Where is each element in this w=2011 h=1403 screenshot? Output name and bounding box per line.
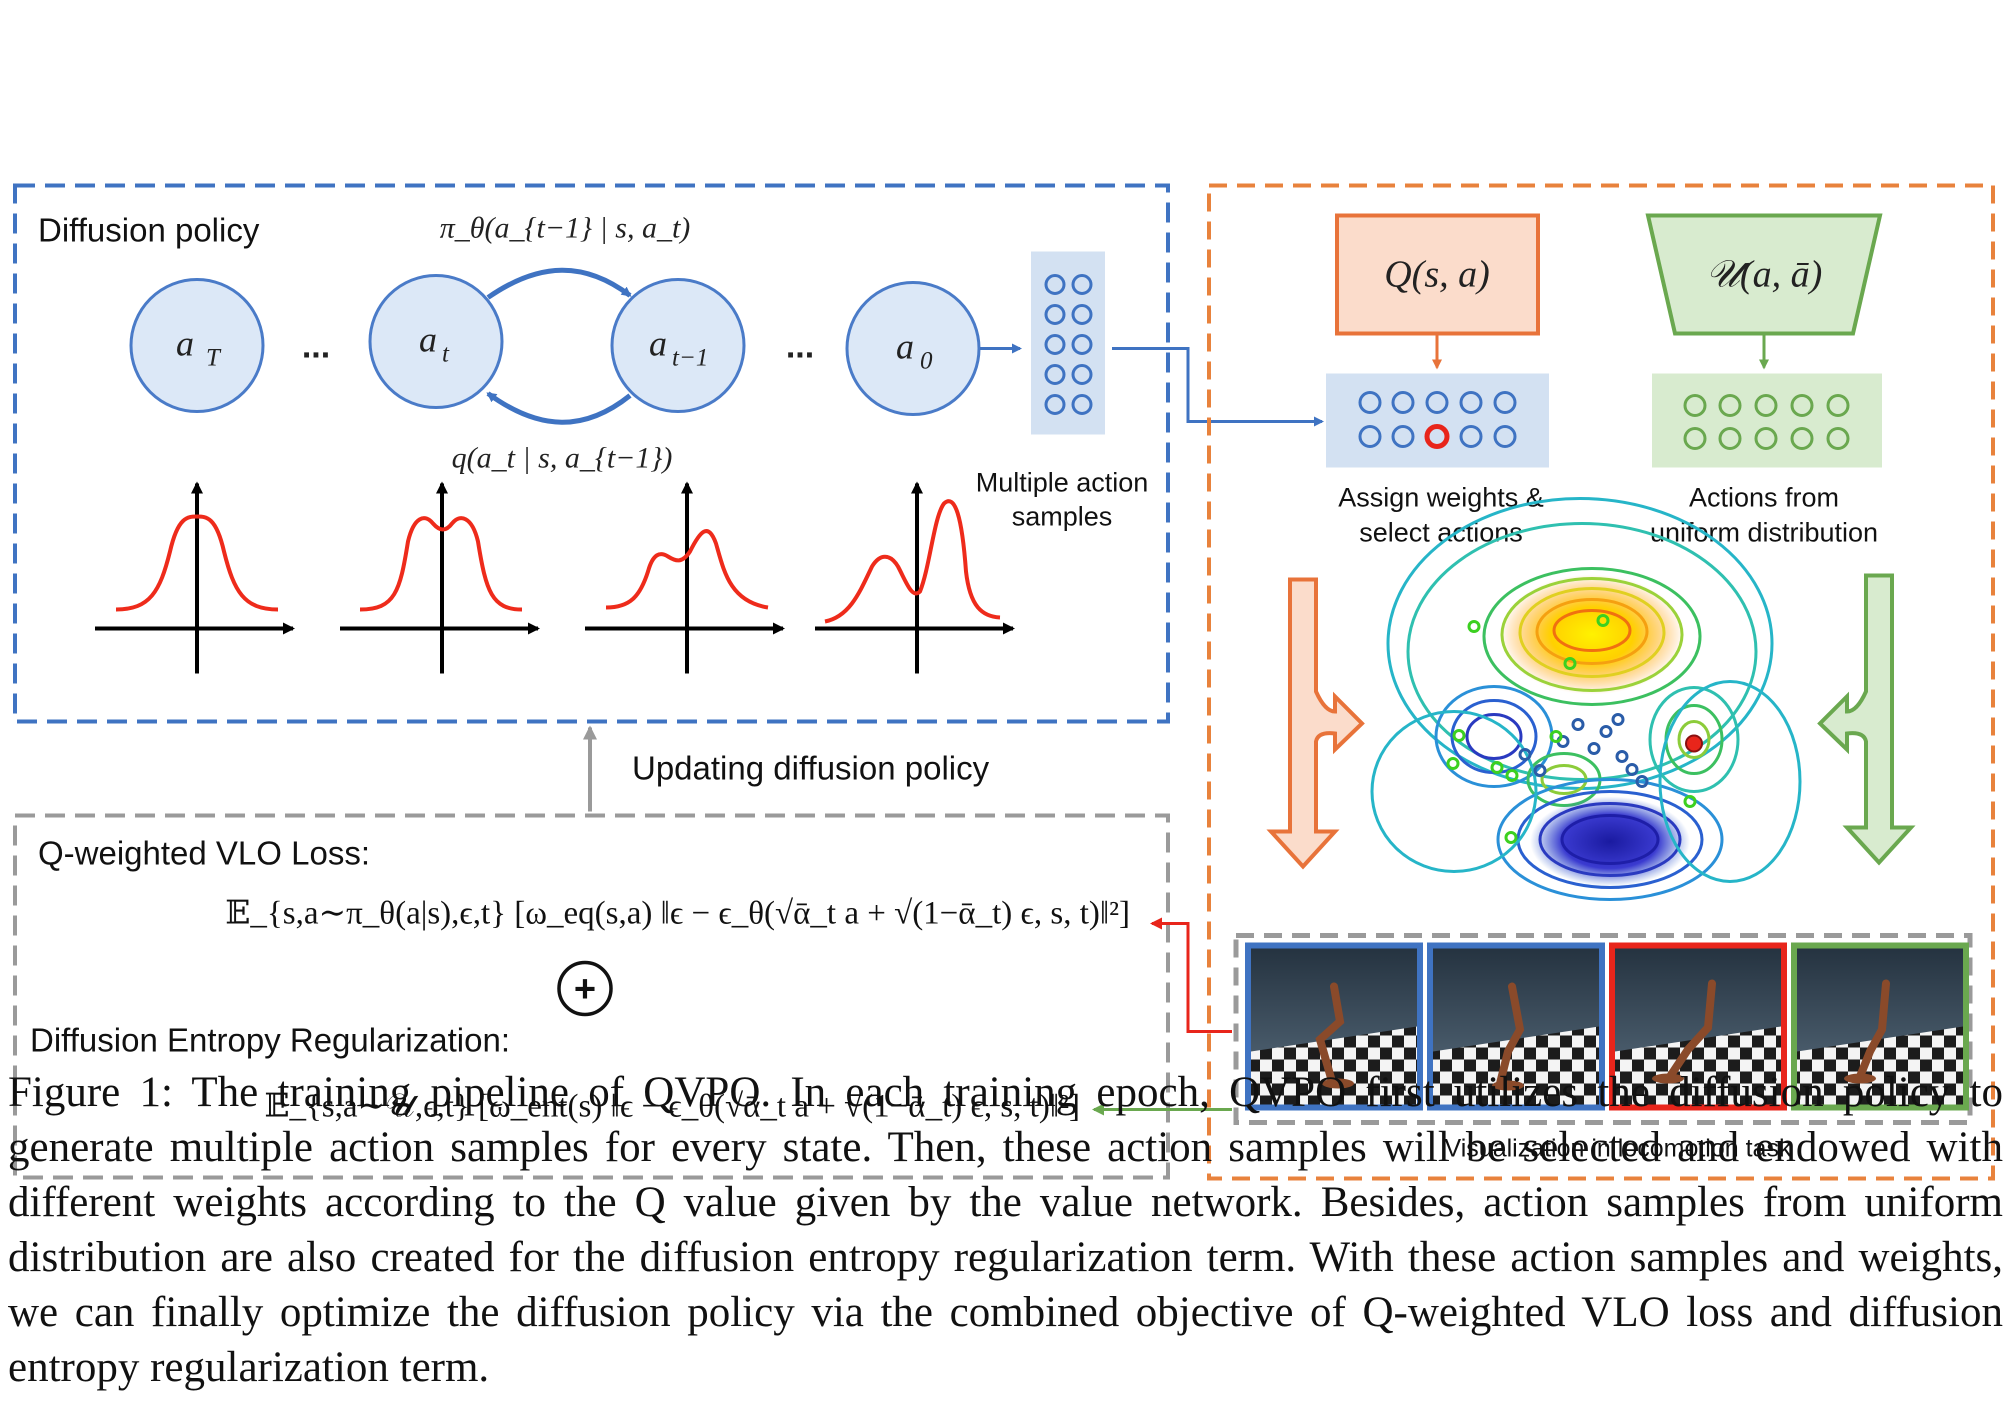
node-a-t: a t — [368, 274, 504, 409]
node-a-0-subscript: 0 — [920, 348, 933, 375]
entropy-regularization-title: Diffusion Entropy Regularization: — [30, 1022, 510, 1059]
update-label: Updating diffusion policy — [632, 750, 990, 787]
vlo-loss-formula: 𝔼_{s,a∼π_θ(a|s),ϵ,t} [ω_eq(s,a) ‖ϵ − ϵ_θ… — [225, 896, 1130, 932]
node-a-t-subscript: t — [442, 341, 450, 368]
samples-to-weights-arrow — [1112, 347, 1324, 427]
figure-caption: Figure 1: The training pipeline of QVPO.… — [8, 1069, 2003, 1391]
uniform-caption-line1: Actions from — [1689, 483, 1839, 513]
q-function-box — [1335, 213, 1540, 336]
distribution-plot-4 — [815, 481, 1015, 674]
plus-symbol: + — [557, 960, 613, 1017]
q-contour-plot — [1370, 497, 1802, 901]
node-a-T: a T — [129, 278, 265, 413]
q-function-label: Q(s, a) — [1384, 254, 1490, 296]
diffusion-policy-title: Diffusion policy — [38, 212, 260, 249]
forward-transition-arrow — [486, 267, 632, 300]
svg-text:+: + — [574, 969, 596, 1011]
red-feedback-arrow — [1150, 917, 1232, 1033]
visualization-strip-frame — [1233, 933, 1973, 1125]
selected-action-marker — [1424, 424, 1450, 449]
distribution-plot-3 — [585, 481, 785, 674]
locomotion-frame-3 — [1609, 942, 1787, 1111]
uniform-distribution-box — [1645, 213, 1883, 336]
uniform-actions-box — [1652, 373, 1882, 468]
node-a-T-subscript: T — [206, 345, 222, 372]
diffusion-policy-panel: Diffusion policy a T ... a t a t−1 ... a… — [13, 183, 1170, 724]
visualization-caption: Visualization in locomotion task — [1445, 1135, 1792, 1163]
node-a-t-label: a — [419, 320, 437, 360]
green-flow-arrow — [1817, 573, 1916, 866]
weighted-actions-box — [1326, 373, 1549, 468]
uniform-distribution-label: 𝒰(a, ā) — [1706, 254, 1823, 296]
distribution-plot-2 — [340, 481, 540, 674]
backward-transition-arrow — [486, 391, 632, 425]
node-a-0-label: a — [896, 327, 914, 367]
forward-transition-label: π_θ(a_{t−1} | s, a_t) — [440, 212, 691, 245]
distribution-plot-1 — [95, 481, 295, 674]
ellipsis-left: ... — [302, 328, 330, 366]
orange-flow-arrow — [1266, 577, 1365, 870]
samples-label-line2: samples — [1012, 502, 1113, 532]
q-selection-panel: Q(s, a) 𝒰(a, ā) Assign weights & select … — [1207, 183, 1995, 1181]
best-action-point — [1685, 734, 1703, 753]
ellipsis-right: ... — [786, 328, 814, 366]
locomotion-frame-1 — [1245, 942, 1423, 1111]
action-samples-column — [1031, 251, 1105, 435]
backward-transition-label: q(a_t | s, a_{t−1}) — [452, 442, 673, 475]
node-a-t-minus-1-subscript: t−1 — [672, 345, 708, 372]
node-a-T-label: a — [176, 324, 194, 364]
locomotion-frame-2 — [1427, 942, 1605, 1111]
node-a-t-minus-1-label: a — [649, 324, 667, 364]
vlo-loss-title: Q-weighted VLO Loss: — [38, 835, 370, 872]
loss-panel-frame — [13, 813, 1170, 1180]
loss-panel: Q-weighted VLO Loss: 𝔼_{s,a∼π_θ(a|s),ϵ,t… — [13, 813, 1170, 1180]
samples-label-line1: Multiple action — [976, 468, 1149, 498]
q-panel-frame — [1207, 183, 1995, 1181]
entropy-regularization-formula: 𝔼_{s,a∼𝒰,ϵ,t} [ω_ent(s) ‖ϵ − ϵ_θ(√ᾱ_t a … — [264, 1089, 1080, 1125]
node-a-0: a 0 — [845, 281, 981, 416]
diffusion-policy-frame — [13, 183, 1170, 724]
node-a-t-minus-1: a t−1 — [610, 278, 746, 413]
locomotion-frame-4 — [1791, 942, 1969, 1111]
